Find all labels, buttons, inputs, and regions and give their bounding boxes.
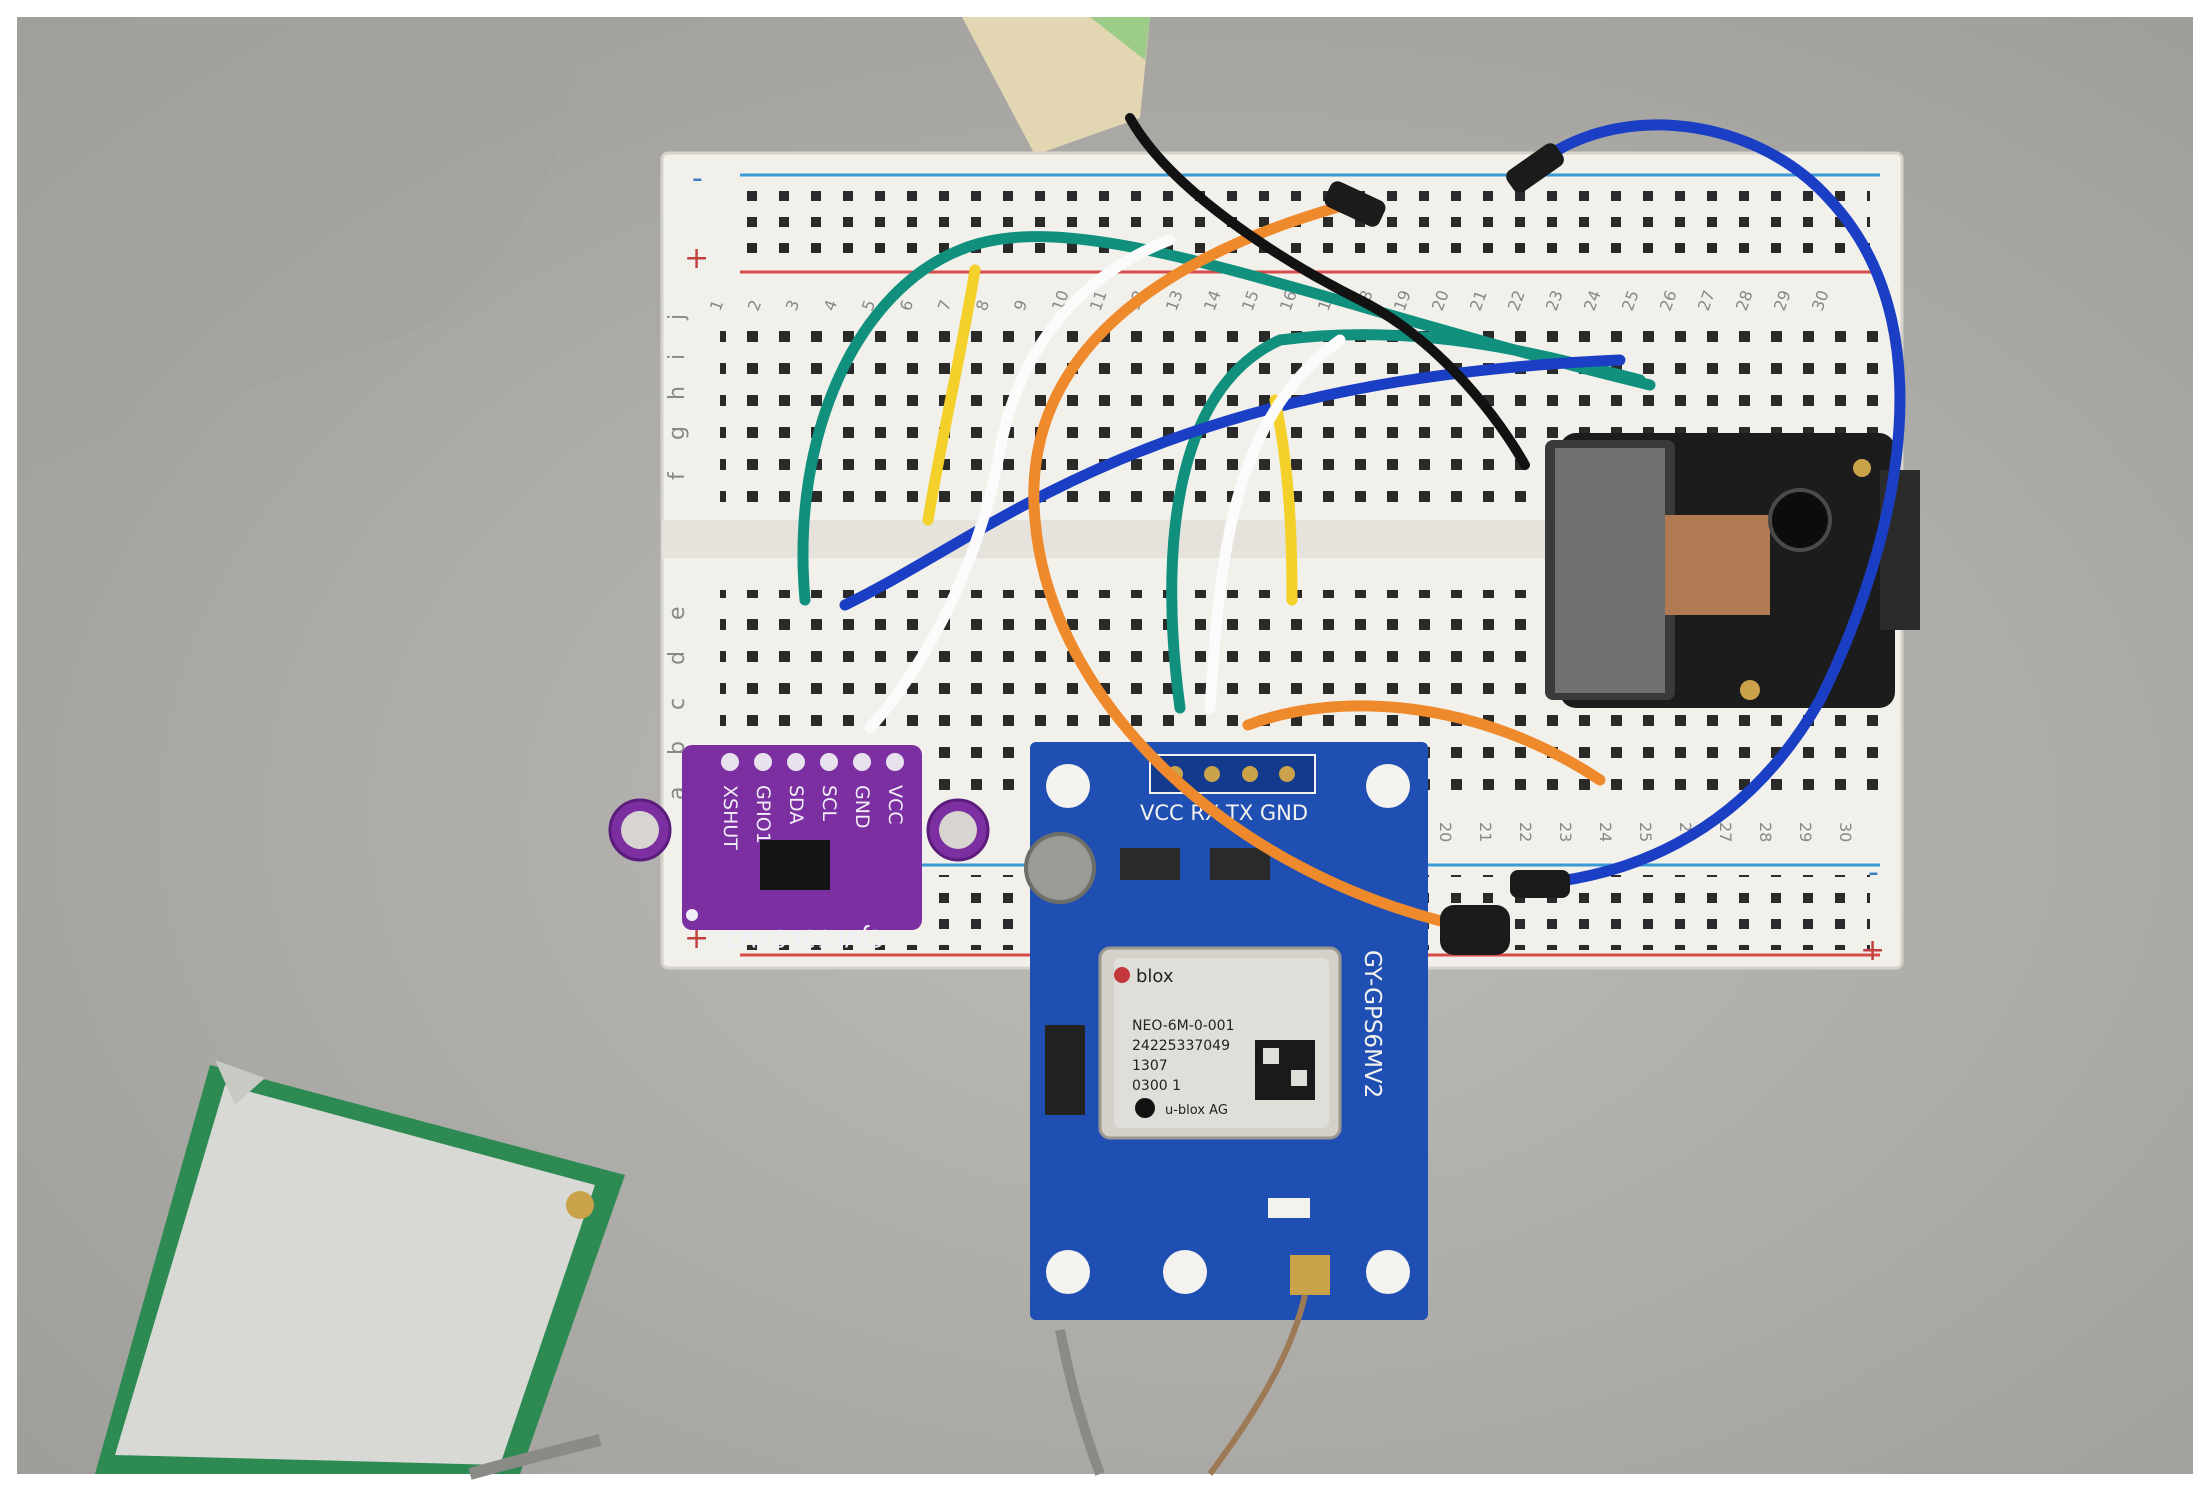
antenna-cable-gray [468, 1434, 602, 1480]
column-number: 27 [1716, 822, 1735, 842]
column-number: 24 [1596, 822, 1615, 842]
column-number: 23 [1556, 822, 1575, 842]
column-number: 22 [1516, 822, 1535, 842]
tof-pin-hole [754, 753, 772, 771]
rail-plus-bottom-right: + [1860, 933, 1885, 968]
chip-line-1: NEO-6M-0-001 [1132, 1018, 1235, 1034]
gps-mount-hole-4 [1163, 1250, 1207, 1294]
wire-plug-3 [1440, 905, 1510, 955]
wire-black [1125, 113, 1530, 470]
fpc-connector [1545, 440, 1675, 700]
chip-line-3: 1307 [1132, 1058, 1168, 1074]
column-number: 29 [1796, 822, 1815, 842]
wire-blue-1 [839, 354, 1626, 611]
column-number: 28 [1756, 822, 1775, 842]
wire-plug-4 [1510, 870, 1570, 898]
camera-ribbon [1665, 515, 1770, 615]
tof-pin-label: XSHUT [719, 785, 741, 850]
jumper-wires [797, 113, 1906, 955]
mount-hole-right [939, 811, 977, 849]
rail-minus-top: - [692, 161, 703, 196]
antenna-connector [1290, 1255, 1330, 1295]
mount-hole-left [621, 811, 659, 849]
tof-pin-label: SCL [818, 785, 840, 821]
chip-footer: u-blox AG [1165, 1103, 1228, 1118]
gps-module: VCC RX TX GND blox NEO-6M-0-001 24225337… [1024, 742, 1428, 1320]
tof-pin-label: VCC [884, 785, 906, 825]
rail-plus-top: + [684, 241, 709, 276]
tof-sensor-chip [760, 840, 830, 890]
wire-white-1 [864, 234, 1176, 734]
tof-pin-hole [787, 753, 805, 771]
wire-blue-2 [1514, 119, 1906, 891]
antenna-coax [1207, 1294, 1308, 1476]
paper-note [962, 17, 1150, 155]
backup-battery [1024, 832, 1096, 904]
tof-board-label: CJVL53L0XV2 [724, 924, 885, 952]
wire-plug-2 [1506, 143, 1564, 193]
wire-yellow-1 [922, 264, 981, 526]
row-letter: h [665, 386, 690, 400]
row-letter: g [665, 426, 690, 440]
row-letter: e [665, 606, 690, 620]
column-number: 21 [1476, 822, 1495, 842]
chip-brand: blox [1136, 966, 1174, 987]
row-letters-top: j i h g f [665, 314, 690, 480]
gps-mount-hole-2 [1366, 764, 1410, 808]
row-letter: f [665, 471, 690, 480]
tof-pin-hole [721, 753, 739, 771]
tof-sensor-module: VCC GND SCL SDA GPIO1 XSHUT CJVL53L0XV2 [608, 745, 990, 952]
gps-mount-hole-3 [1046, 1250, 1090, 1294]
paper-note-tab [1090, 17, 1150, 60]
row-letter: j [665, 314, 690, 321]
column-number: 25 [1636, 822, 1655, 842]
row-letter: c [665, 698, 690, 710]
gps-mount-hole-5 [1366, 1250, 1410, 1294]
wire-white-2 [1204, 334, 1346, 714]
camera-module [1545, 433, 1920, 708]
chip-line-4: 0300 1 [1132, 1078, 1181, 1094]
row-letter: i [665, 354, 690, 360]
wire-yellow-2 [1269, 394, 1298, 606]
gps-mount-hole-1 [1046, 764, 1090, 808]
tof-pin-hole [820, 753, 838, 771]
gps-patch-antenna [95, 1060, 625, 1474]
tof-pin-label: SDA [785, 785, 807, 824]
tof-pin-hole [886, 753, 904, 771]
tof-pin-label: GND [851, 785, 873, 829]
tof-pin-hole [853, 753, 871, 771]
rail-minus-bottom-right: - [1868, 855, 1879, 890]
ublox-logo [1114, 967, 1130, 983]
wire-green-2 [1166, 329, 1646, 714]
camera-lens [1768, 488, 1832, 552]
chip-line-2: 24225337049 [1132, 1038, 1230, 1054]
row-letter: d [665, 651, 690, 665]
wire-orange-2 [1242, 700, 1606, 786]
shadow-patch [17, 17, 571, 470]
column-number: 30 [1836, 822, 1855, 842]
wire-orange-1 [1028, 199, 1486, 936]
gps-board-label: GY-GPS6MV2 [1359, 950, 1385, 1098]
wire-plug-1 [1324, 181, 1386, 227]
tof-pin-label: GPIO1 [752, 785, 774, 844]
antenna-cable-right [1055, 1329, 1105, 1476]
column-number: 20 [1436, 822, 1455, 842]
